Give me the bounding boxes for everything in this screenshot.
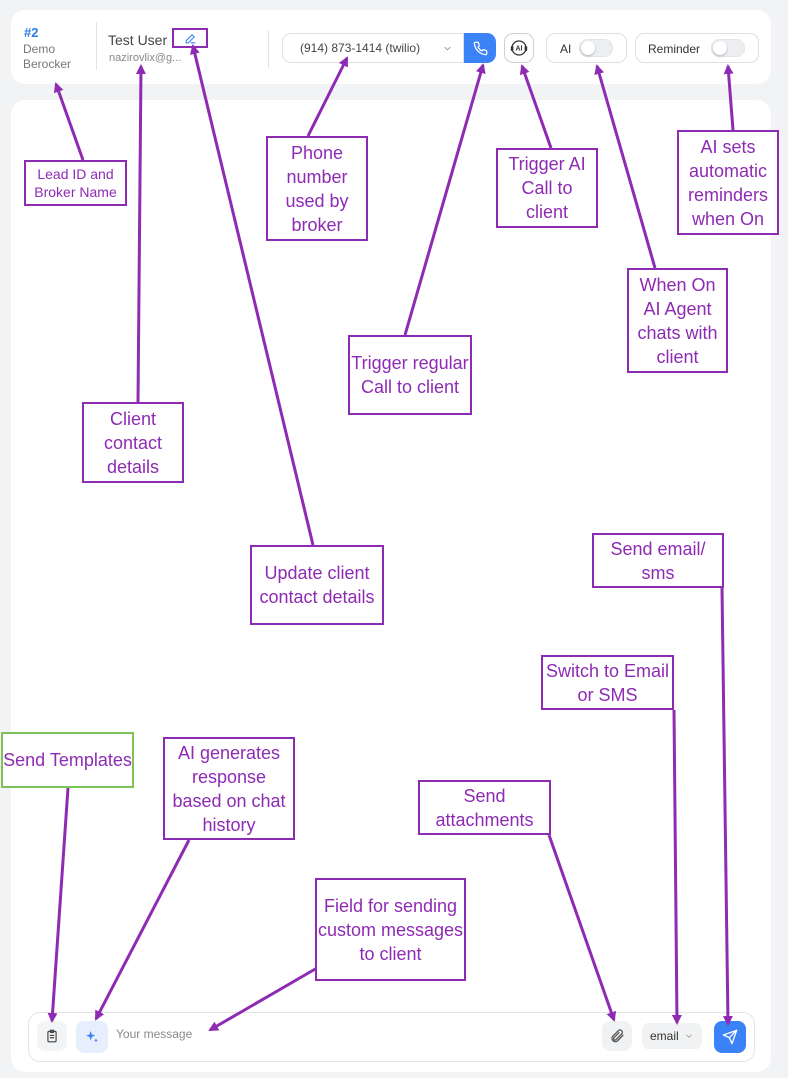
reminder-toggle-label: Reminder — [648, 42, 701, 56]
header-divider — [96, 22, 97, 70]
broker-name: Demo Berocker — [23, 42, 72, 71]
reminder-toggle-box: Reminder — [635, 33, 759, 63]
message-input[interactable] — [116, 1024, 586, 1044]
header-divider — [268, 30, 269, 68]
annotation-ai-call: Trigger AI Call to client — [496, 148, 598, 228]
channel-select[interactable]: email — [642, 1023, 702, 1049]
ai-generate-button[interactable] — [76, 1021, 108, 1053]
annotation-reminders: AI sets automatic reminders when On — [677, 130, 779, 235]
call-button[interactable] — [464, 33, 496, 63]
annotation-attachments: Send attachments — [418, 780, 551, 835]
client-name: Test User — [108, 32, 168, 48]
annotation-phone-number: Phone number used by broker — [266, 136, 368, 241]
ai-call-icon: AI — [510, 40, 528, 56]
pencil-icon — [185, 33, 195, 43]
attach-button[interactable] — [602, 1021, 632, 1051]
reminder-toggle[interactable] — [711, 39, 745, 57]
templates-button[interactable] — [37, 1021, 67, 1051]
chevron-down-icon — [444, 46, 451, 51]
edit-client-button[interactable] — [172, 28, 208, 48]
annotation-client-details: Client contact details — [82, 402, 184, 483]
annotation-switch-channel: Switch to Email or SMS — [541, 655, 674, 710]
clipboard-icon — [47, 1029, 57, 1043]
send-icon — [722, 1029, 738, 1045]
paperclip-icon — [611, 1029, 624, 1043]
send-button[interactable] — [714, 1021, 746, 1053]
ai-call-button[interactable]: AI — [504, 33, 534, 63]
annotation-custom-message: Field for sending custom messages to cli… — [315, 878, 466, 981]
annotation-regular-call: Trigger regular Call to client — [348, 335, 472, 415]
annotation-ai-response: AI generates response based on chat hist… — [163, 737, 295, 840]
ai-agent-toggle-box: AI — [546, 33, 627, 63]
annotation-templates: Send Templates — [1, 732, 134, 788]
annotation-lead-broker: Lead ID and Broker Name — [24, 160, 127, 206]
channel-value: email — [650, 1029, 679, 1043]
annotation-update-details: Update client contact details — [250, 545, 384, 625]
phone-number-value: (914) 873-1414 (twilio) — [300, 41, 421, 55]
ai-agent-toggle[interactable] — [579, 39, 613, 57]
annotation-send-email-sms: Send email/ sms — [592, 533, 724, 588]
annotation-ai-agent: When On AI Agent chats with client — [627, 268, 728, 373]
ai-call-label: AI — [516, 46, 523, 53]
chevron-down-icon — [686, 1034, 692, 1038]
sparkles-icon — [86, 1031, 98, 1043]
ai-toggle-label: AI — [560, 42, 572, 56]
phone-number-select[interactable]: (914) 873-1414 (twilio) — [282, 33, 464, 63]
lead-id: #2 — [24, 25, 39, 40]
client-email: nazirovlix@g... — [109, 52, 182, 64]
phone-icon — [473, 41, 487, 55]
